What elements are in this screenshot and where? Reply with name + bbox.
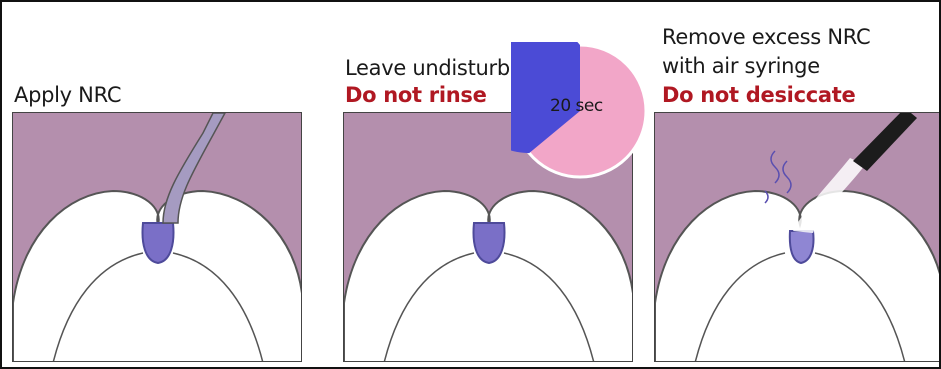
tooth-outline bbox=[13, 191, 302, 362]
step1-caption: Apply NRC bbox=[14, 82, 121, 108]
tooth-outline bbox=[344, 191, 633, 362]
step2-caption: Leave undisturbed bbox=[345, 55, 536, 81]
step3-caption-line1: Remove excess NRC bbox=[662, 24, 870, 50]
tooth-outline bbox=[655, 191, 941, 362]
panel-apply bbox=[12, 112, 302, 362]
step2-warning: Do not rinse bbox=[345, 82, 487, 108]
timer-label: 20 sec bbox=[550, 96, 603, 116]
step3-caption-line2: with air syringe bbox=[662, 53, 820, 79]
step3-warning: Do not desiccate bbox=[662, 82, 855, 108]
panel-remove bbox=[654, 112, 941, 362]
